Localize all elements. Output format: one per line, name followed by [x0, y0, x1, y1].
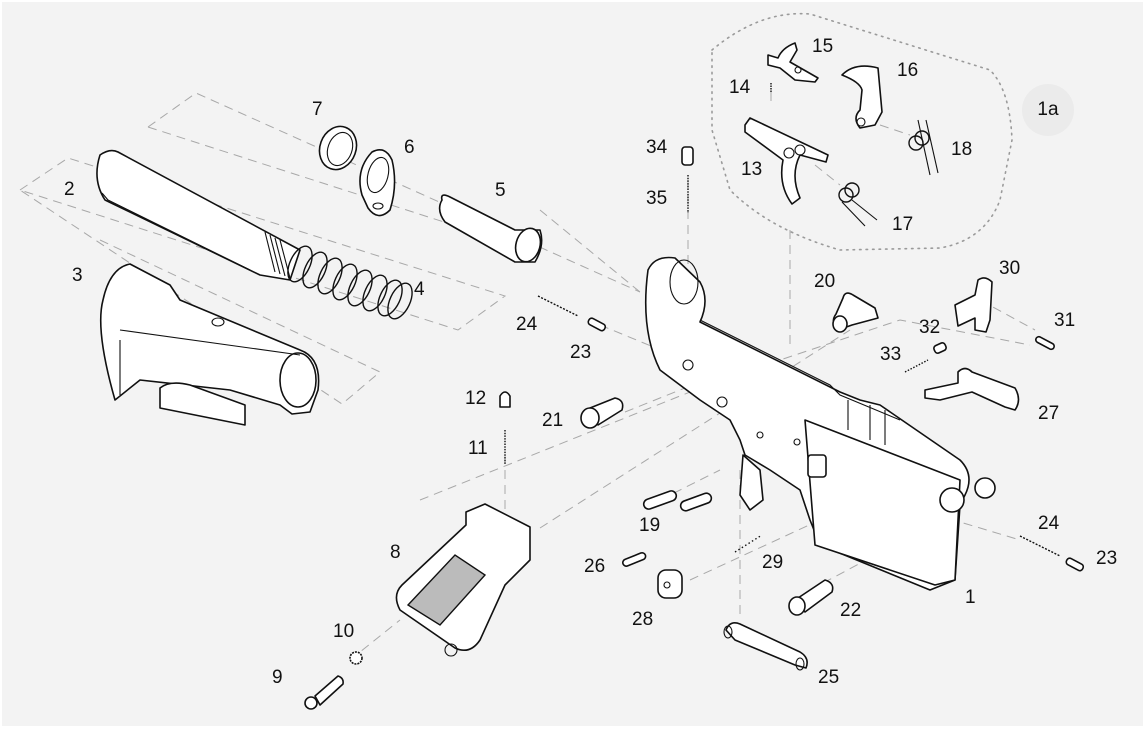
part-pivot-pin[interactable]: [788, 579, 834, 616]
part-stock[interactable]: [99, 263, 320, 426]
part-pistol-grip[interactable]: [395, 503, 531, 657]
label-part-31: 31: [1054, 310, 1076, 331]
part-bolt-catch-roll-pin[interactable]: [1035, 335, 1055, 351]
label-part-35: 35: [646, 188, 668, 209]
label-part-22: 22: [840, 600, 862, 621]
label-part-24-rear: 24: [516, 314, 538, 335]
label-part-27: 27: [1038, 403, 1060, 424]
label-part-23-rear: 23: [570, 342, 592, 363]
part-detent-spring-front[interactable]: [1019, 535, 1061, 557]
label-part-34: 34: [646, 137, 668, 158]
part-buffer[interactable]: [438, 194, 544, 264]
part-trigger[interactable]: [744, 117, 829, 205]
part-buffer-retainer[interactable]: [681, 146, 694, 166]
group-badge-1a: 1a: [1022, 84, 1074, 136]
label-part-30: 30: [999, 258, 1021, 279]
label-part-11: 11: [468, 438, 488, 459]
part-grip-screw[interactable]: [304, 675, 344, 710]
part-takedown-pin[interactable]: [580, 397, 624, 429]
label-part-13: 13: [741, 159, 763, 180]
label-part-16: 16: [897, 60, 919, 81]
label-part-9: 9: [272, 667, 283, 688]
part-trigger-guard[interactable]: [723, 622, 808, 671]
part-detent-pin-front[interactable]: [1065, 557, 1085, 572]
part-trigger-spring[interactable]: [838, 182, 878, 227]
part-lock-washer[interactable]: [349, 651, 363, 665]
label-part-20: 20: [814, 271, 836, 292]
label-part-29: 29: [762, 552, 784, 573]
part-disconnector[interactable]: [767, 42, 819, 83]
part-bolt-catch-spring[interactable]: [904, 359, 929, 373]
part-hammer-spring[interactable]: [908, 119, 939, 176]
label-part-23-front: 23: [1096, 548, 1118, 569]
part-bolt-catch-plunger[interactable]: [933, 342, 947, 354]
label-part-1: 1: [965, 587, 976, 608]
label-part-28: 28: [632, 609, 654, 630]
part-magazine-catch[interactable]: [924, 367, 1020, 411]
part-buffer-tube[interactable]: [96, 149, 301, 281]
part-detent-pin-rear[interactable]: [587, 317, 607, 332]
label-part-33: 33: [880, 344, 902, 365]
part-roll-pin[interactable]: [622, 551, 647, 567]
part-selector-detent[interactable]: [499, 391, 511, 408]
label-part-3: 3: [72, 265, 83, 286]
label-part-5: 5: [495, 180, 506, 201]
part-end-plate[interactable]: [359, 149, 396, 217]
trigger-group-outline: [711, 12, 1013, 251]
label-part-15: 15: [812, 36, 834, 57]
label-part-18: 18: [951, 139, 973, 160]
part-castle-nut[interactable]: [314, 121, 363, 175]
part-lower-receiver[interactable]: [644, 256, 996, 591]
label-part-14: 14: [729, 77, 751, 98]
label-part-21: 21: [542, 410, 564, 431]
label-part-12: 12: [465, 388, 487, 409]
label-part-2: 2: [64, 179, 75, 200]
part-hammer[interactable]: [841, 65, 883, 129]
label-part-8: 8: [390, 542, 401, 563]
part-trigger-hammer-pins[interactable]: [642, 489, 713, 512]
label-part-10: 10: [333, 621, 355, 642]
part-magazine-catch-spring[interactable]: [734, 534, 763, 553]
label-part-6: 6: [404, 137, 415, 158]
label-part-17: 17: [892, 214, 914, 235]
label-part-26: 26: [584, 556, 606, 577]
part-detent-spring-rear[interactable]: [537, 295, 579, 317]
label-part-32: 32: [919, 317, 941, 338]
label-part-4: 4: [414, 279, 425, 300]
label-part-19: 19: [639, 515, 661, 536]
part-bolt-catch[interactable]: [954, 277, 993, 333]
label-part-25: 25: [818, 667, 840, 688]
label-part-24-front: 24: [1038, 513, 1060, 534]
label-part-7: 7: [312, 99, 323, 120]
part-safety-selector[interactable]: [832, 292, 879, 333]
part-buffer-spring[interactable]: [283, 243, 417, 323]
part-magazine-button[interactable]: [657, 569, 683, 599]
